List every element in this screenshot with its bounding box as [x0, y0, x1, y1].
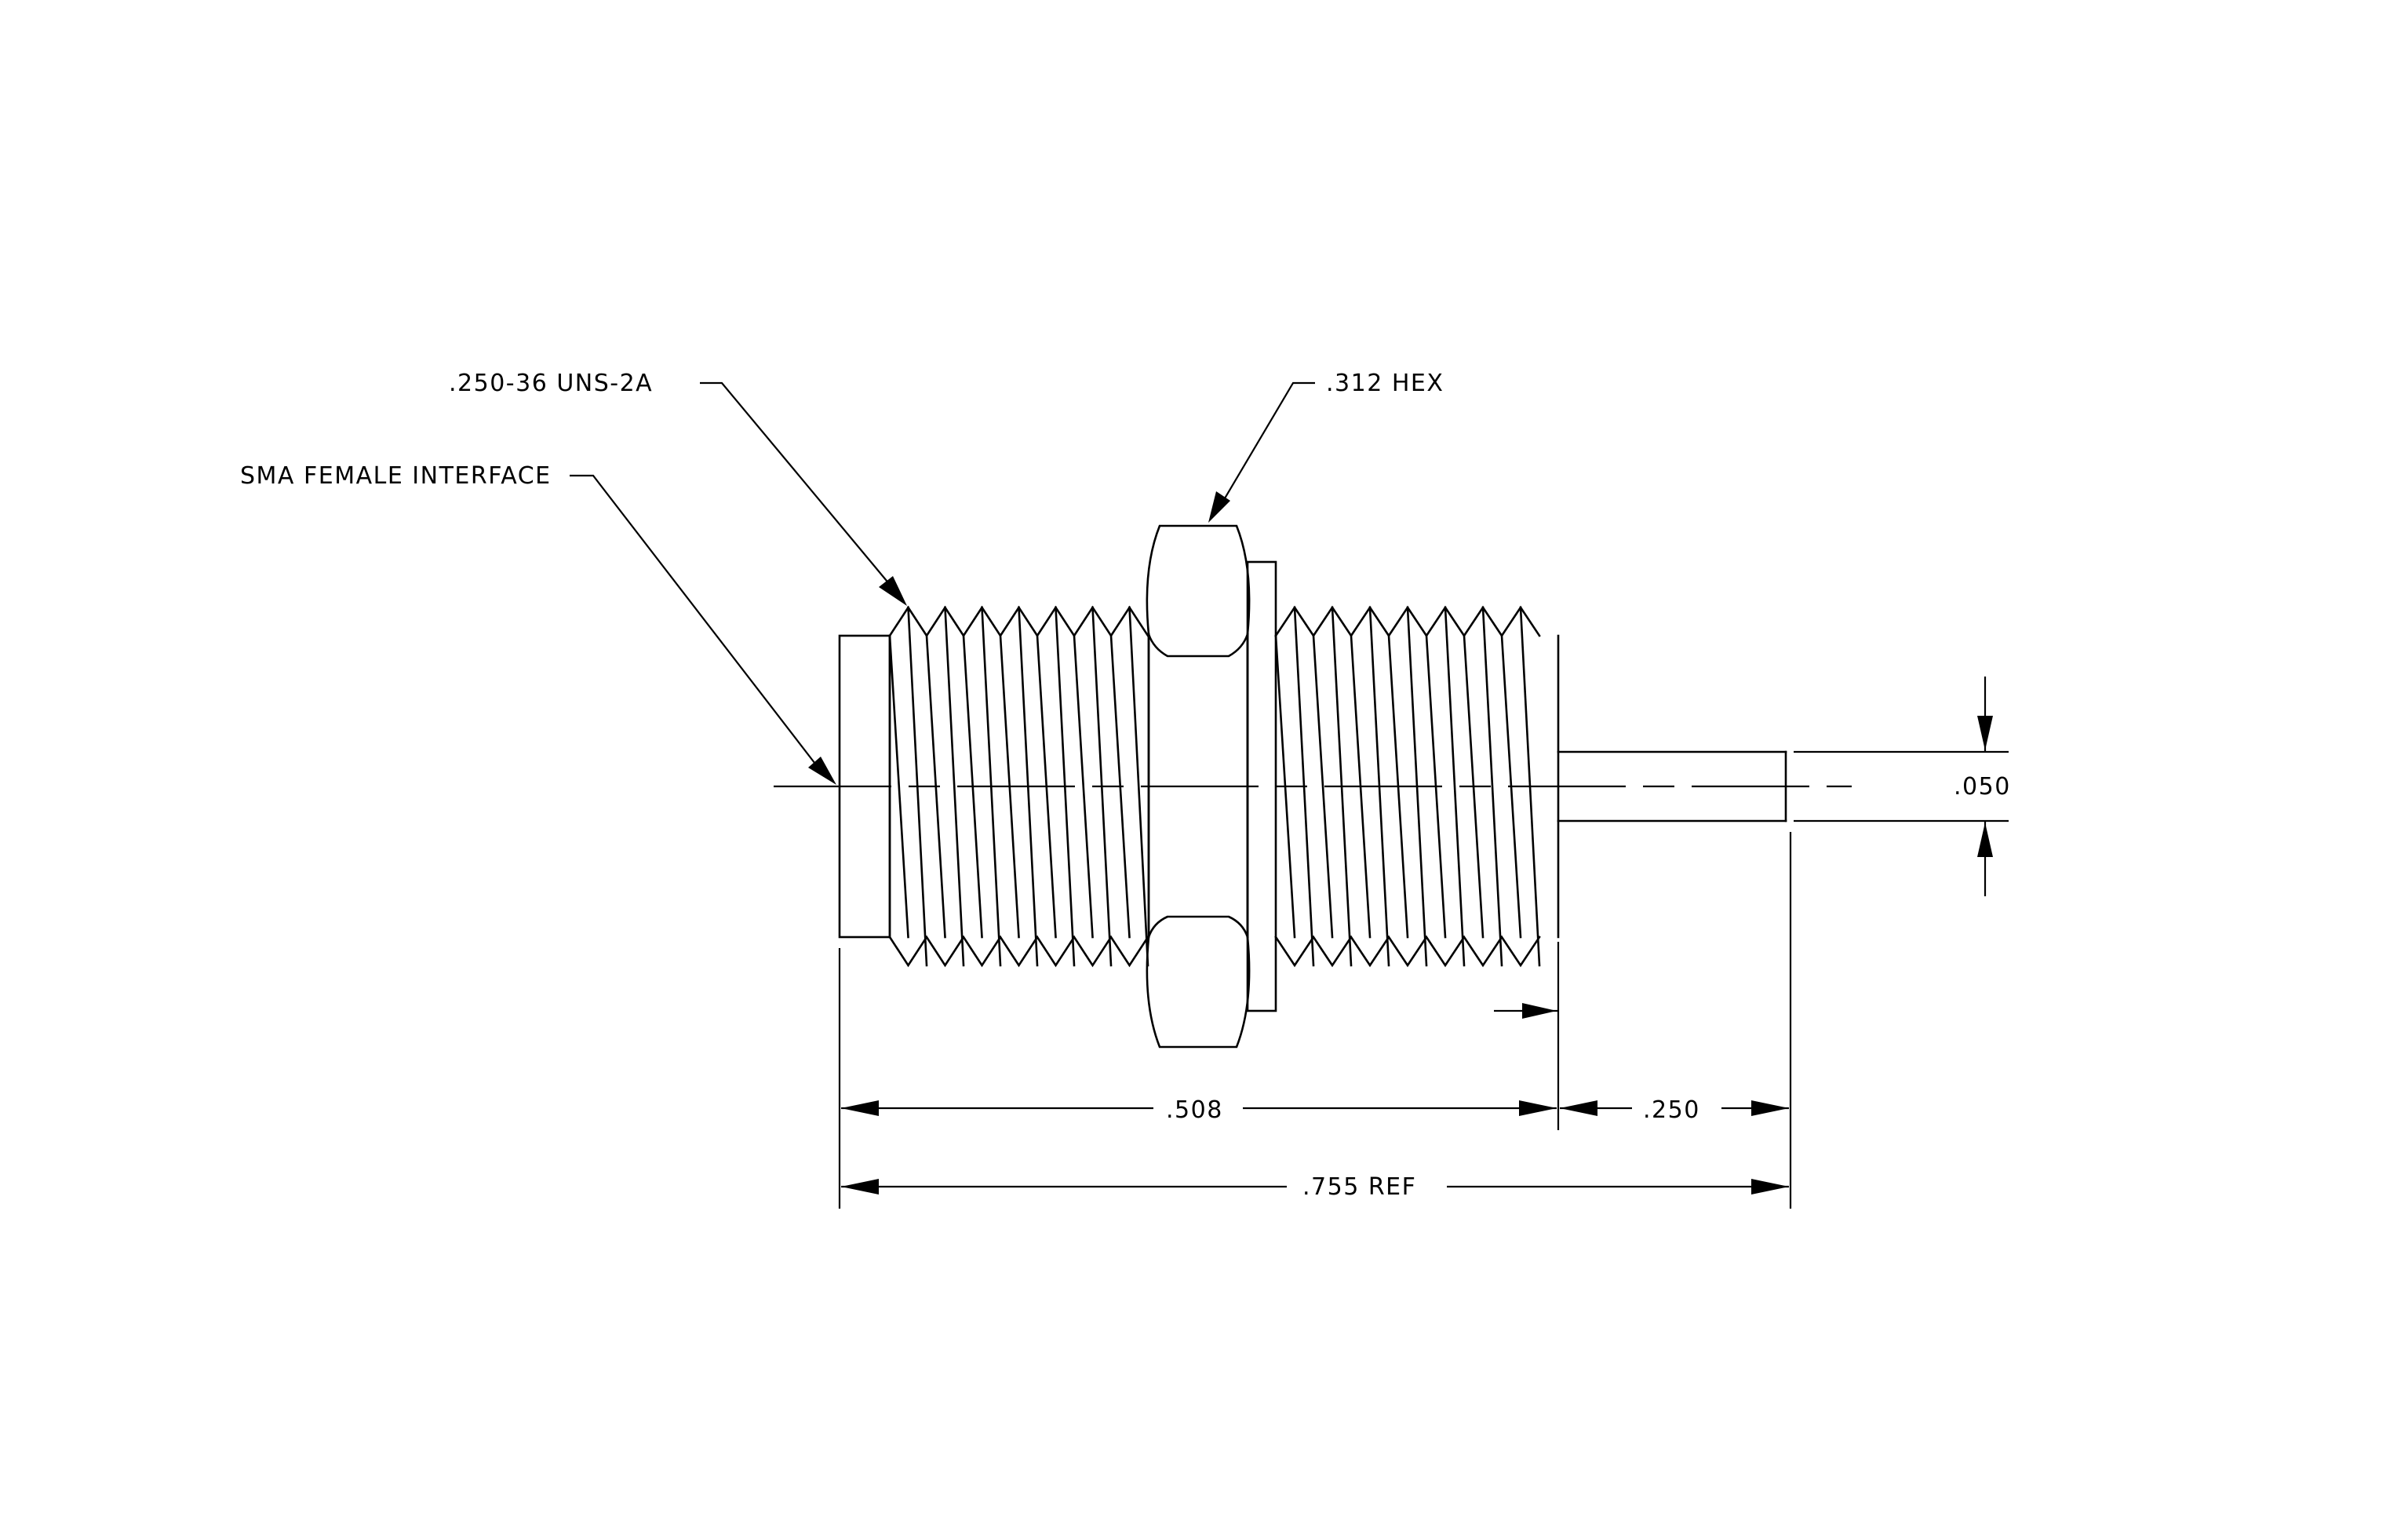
- connector-body: [774, 524, 1852, 1049]
- thread-line: [888, 634, 909, 939]
- thread-line: [1128, 606, 1149, 967]
- dimension-pin-length: .250: [1560, 832, 1792, 1209]
- thread-line: [1481, 606, 1503, 967]
- label-overall-length: .755 REF: [1302, 1173, 1416, 1201]
- thread-line: [944, 606, 965, 967]
- dimension-overall-length: .755 REF: [841, 1173, 1789, 1201]
- thread-line: [1444, 606, 1466, 967]
- label-thread: .250-36 UNS-2A: [449, 370, 653, 397]
- label-body-length: .508: [1166, 1096, 1223, 1124]
- thread-line: [1073, 634, 1094, 939]
- label-pin-length: .250: [1643, 1096, 1700, 1124]
- thread-line: [1312, 634, 1334, 939]
- callout-hex: .312 HEX: [1208, 370, 1444, 523]
- label-pin-diameter: .050: [1954, 773, 2011, 801]
- label-hex: .312 HEX: [1326, 370, 1444, 397]
- callout-thread: .250-36 UNS-2A: [449, 370, 907, 606]
- callout-sma-interface: SMA FEMALE INTERFACE: [240, 462, 836, 785]
- dimension-body-length: .508: [838, 942, 1560, 1209]
- dimension-pin-diameter: .050: [1794, 677, 2011, 896]
- label-sma-interface: SMA FEMALE INTERFACE: [240, 462, 552, 490]
